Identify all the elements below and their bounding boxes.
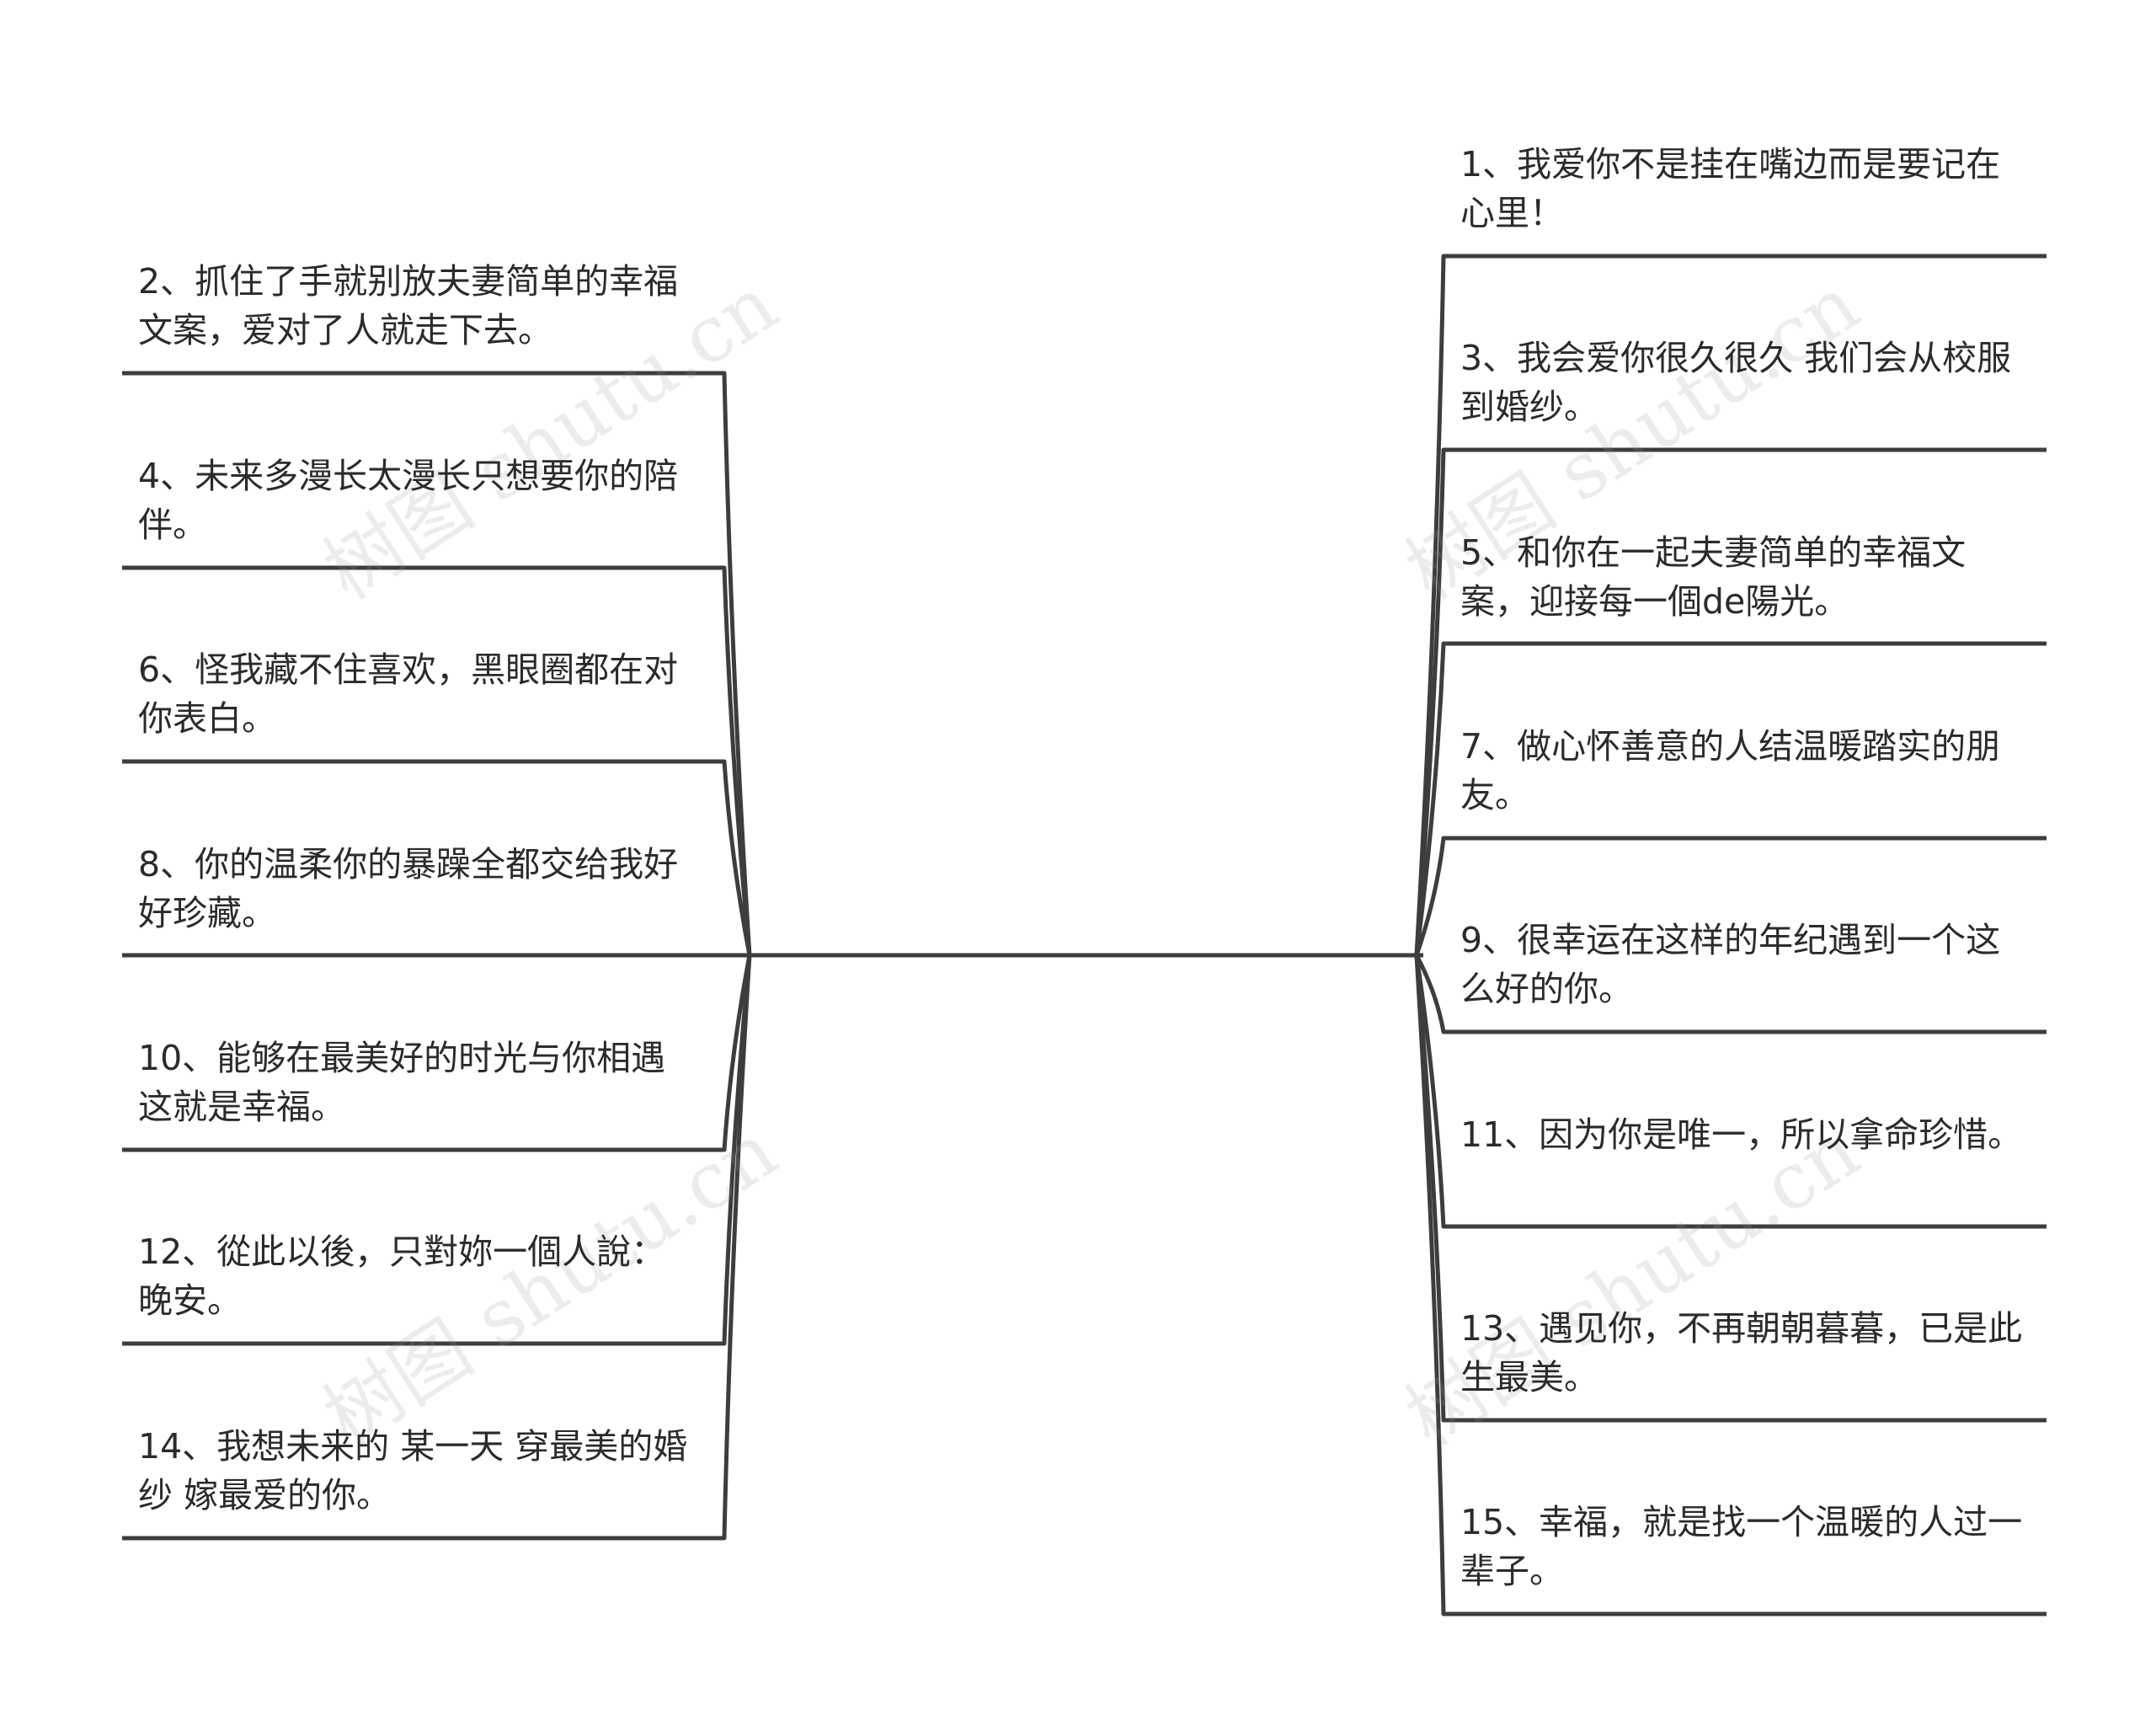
branch-connector-right (1414, 953, 1446, 1616)
leaf-text-left: 2、抓住了手就别放夫妻简单的幸福文案，爱对了人就走下去。 (138, 261, 679, 350)
branch-connector-right (1414, 447, 1446, 958)
leaf-text-right: 1、我爱你不是挂在嘴边而是要记在心里！ (1460, 144, 2001, 233)
leaf-text-right: 13、遇见你，不再朝朝暮暮，已是此生最美。 (1460, 1308, 2023, 1397)
branch-connector-left (722, 759, 752, 958)
leaf-text-right: 9、很幸运在这样的年纪遇到一个这么好的你。 (1460, 920, 2001, 1009)
branch-connector-left (722, 371, 752, 958)
leaf-text-right: 15、幸福，就是找一个温暖的人过一辈子。 (1460, 1502, 2023, 1591)
branch-connector-right (1414, 836, 1446, 958)
branch-connector-left (722, 565, 752, 958)
leaf-text-right: 11、因为你是唯一，所以拿命珍惜。 (1460, 1114, 2023, 1155)
leaf-text-left: 4、未来多漫长太漫长只想要你的陪伴。 (138, 456, 679, 545)
branch-connector-left (722, 953, 752, 1152)
leaf-text-right: 3、我会爱你很久很久 我们会从校服到婚纱。 (1460, 338, 2012, 427)
leaf-text-right: 5、和你在一起夫妻简单的幸福文案，迎接每一個de陽光。 (1460, 532, 1967, 622)
leaf-text-left: 6、怪我藏不住喜欢，黑眼圈都在对你表白。 (138, 649, 679, 739)
branch-connector-left (722, 953, 752, 1541)
leaf-text-left: 10、能够在最美好的时光与你相遇这就是幸福。 (138, 1038, 666, 1127)
leaf-text-right: 7、做心怀善意的人结温暖踏实的朋友。 (1460, 726, 2001, 815)
branch-connector-right (1414, 641, 1446, 958)
leaf-text-left: 8、你的温柔你的暴躁全都交给我好好珍藏。 (138, 844, 679, 933)
branch-connector-right (1414, 953, 1446, 1034)
leaf-text-left: 12、從此以後，只對妳一個人說：晚安。 (138, 1232, 666, 1321)
leaf-text-left: 14、我想未来的 某一天 穿最美的婚纱 嫁最爱的你。 (138, 1426, 688, 1515)
